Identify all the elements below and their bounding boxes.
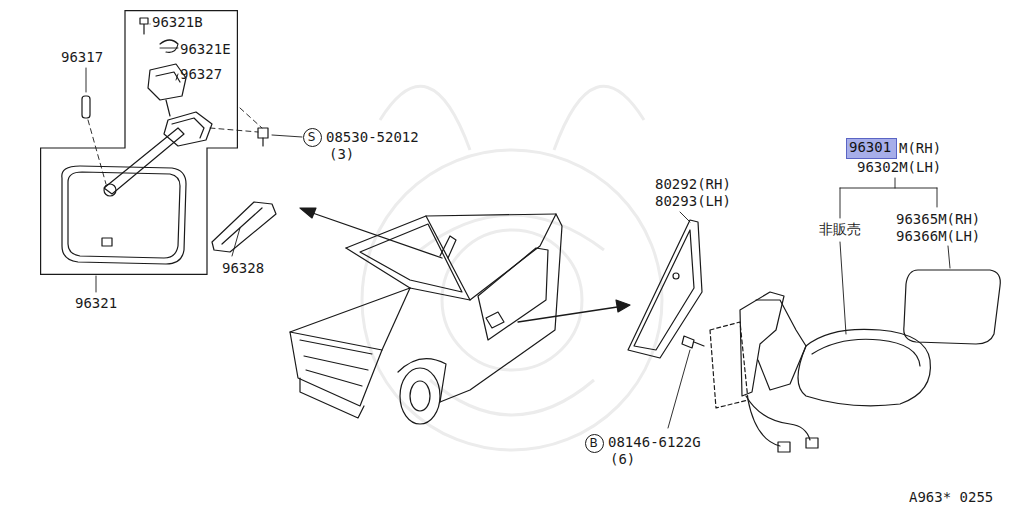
pointer-arrow	[304, 210, 624, 322]
arrowhead	[616, 300, 630, 312]
callout-number: 96327	[180, 66, 222, 83]
callout-number: 80293(LH)	[654, 193, 732, 210]
callout-number: 96321	[74, 295, 118, 312]
quantity: (6)	[609, 451, 636, 468]
callout-number: 96366M(LH)	[895, 228, 981, 245]
circled-letter: B	[585, 434, 604, 453]
callout-number: 96301	[847, 139, 893, 156]
circled-letter: S	[303, 128, 322, 147]
circled-letter-text: B	[589, 437, 597, 449]
callout-number: 96317	[60, 49, 104, 66]
circled-letter-text: S	[308, 131, 316, 143]
screw	[258, 128, 268, 146]
callout-suffix: M(RH)	[898, 140, 942, 157]
callout-number: 96302M(LH)	[856, 159, 942, 176]
dashed-leader	[88, 108, 262, 184]
leader-line	[86, 24, 302, 292]
arrowhead	[300, 208, 316, 218]
car-outline	[290, 214, 562, 424]
cover-part	[212, 202, 276, 252]
part-number: 08530-52012	[325, 129, 420, 146]
callout-number: 96321B	[152, 14, 203, 31]
note: 非販売	[818, 221, 862, 238]
callout-number: 96365M(RH)	[895, 211, 981, 228]
clip-part	[82, 96, 90, 118]
door-mirror-parts	[628, 220, 1000, 452]
highlight-box: 96301	[846, 138, 897, 159]
drawing-id: A963* 0255	[908, 489, 994, 506]
part-number: 08146-6122G	[607, 434, 702, 451]
quantity: (3)	[328, 146, 355, 163]
callout-number: 80292(RH)	[654, 176, 732, 193]
callout-number: 96328	[221, 260, 265, 277]
callout-number: 96321E	[180, 41, 231, 58]
